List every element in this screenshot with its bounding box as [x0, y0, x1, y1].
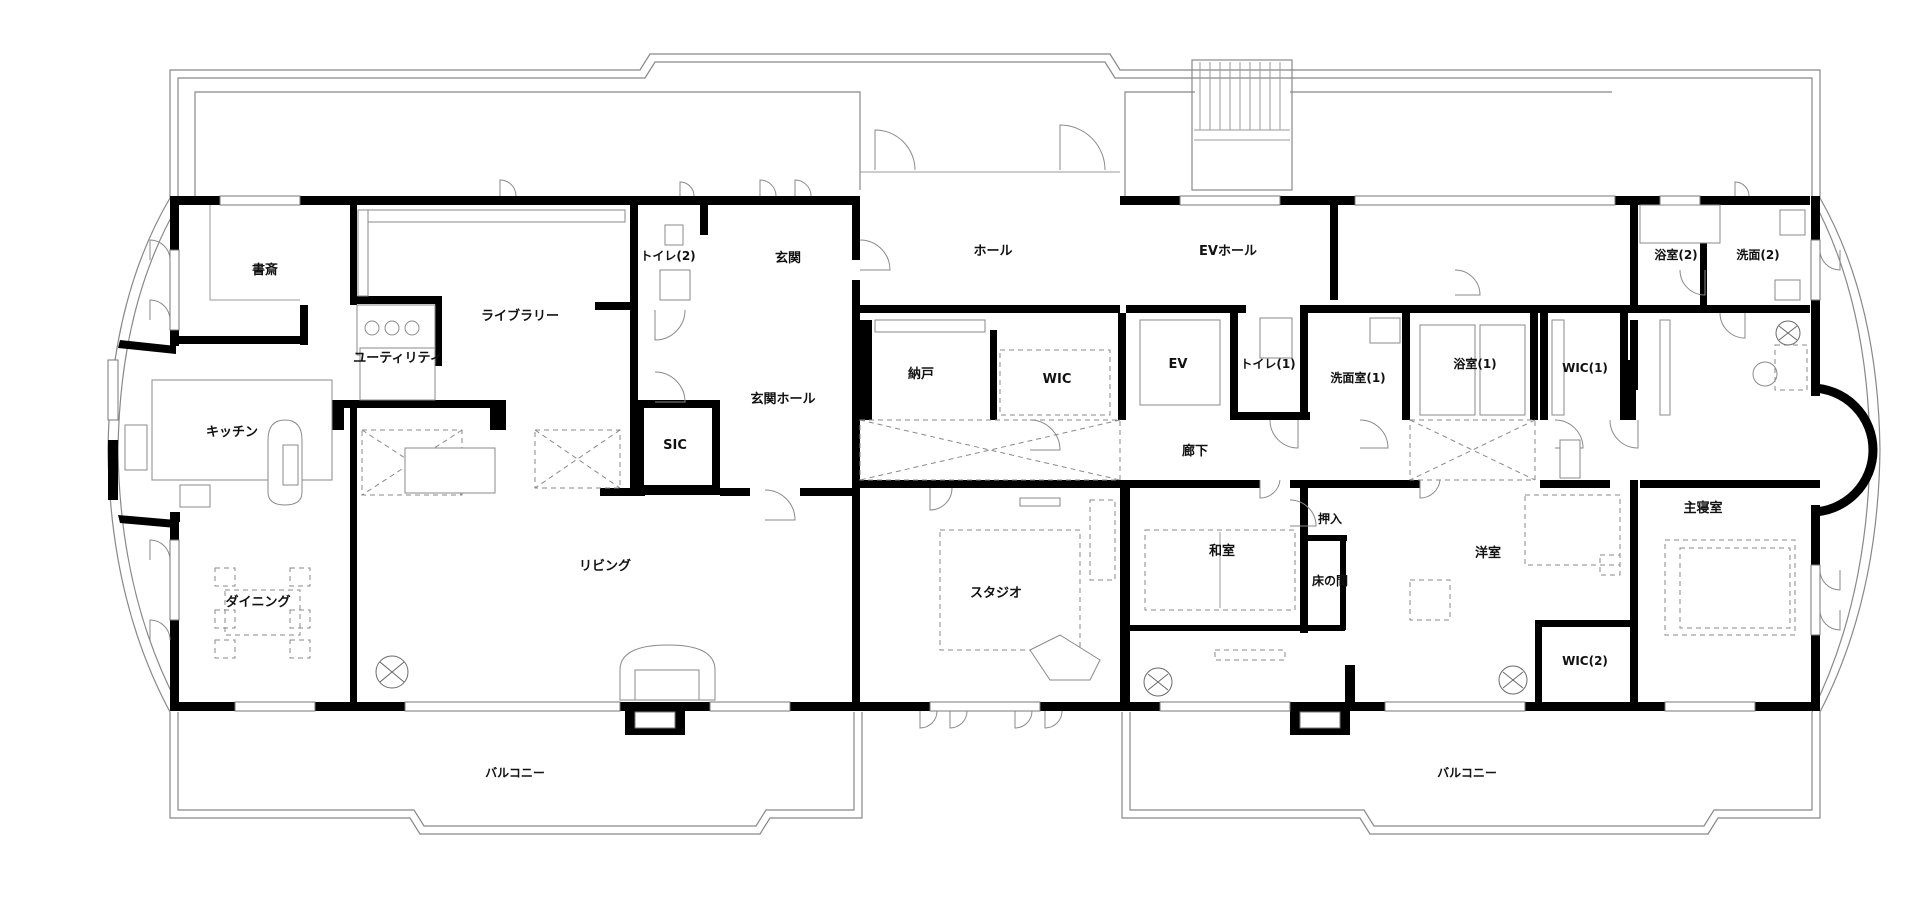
room-label-corridor: 廊下: [1182, 443, 1208, 459]
exterior-stairs: [1191, 59, 1293, 191]
room-label-studio: スタジオ: [970, 586, 1022, 601]
plant-icon: [1498, 665, 1528, 695]
room-label-closet: 押入: [1318, 511, 1342, 526]
room-label-study: 書斎: [252, 262, 278, 278]
doors: [149, 124, 1841, 729]
plant-icon: [1775, 320, 1801, 346]
room-label-master-bedroom: 主寝室: [1683, 500, 1722, 516]
room-label-bath1: 浴室(1): [1453, 356, 1496, 371]
exterior-walls: [108, 196, 1878, 711]
room-label-entrance: 玄関: [775, 250, 801, 266]
room-label-ev: EV: [1169, 357, 1188, 372]
room-label-sic: SIC: [663, 438, 687, 453]
room-label-hall: ホール: [973, 244, 1012, 259]
room-label-toilet2: トイレ(2): [640, 249, 695, 263]
balcony-outline: [169, 712, 1821, 835]
room-label-balcony-left: バルコニー: [485, 766, 545, 780]
room-label-storage: 納戸: [908, 366, 934, 382]
room-label-balcony-right: バルコニー: [1437, 766, 1497, 780]
room-label-tokonoma: 床の間: [1312, 573, 1348, 588]
room-label-kitchen: キッチン: [206, 425, 258, 440]
room-label-wic1: WIC(1): [1562, 361, 1608, 375]
room-label-bath2: 浴室(2): [1654, 247, 1697, 262]
room-label-wash2: 洗面(2): [1736, 247, 1779, 262]
room-label-ev-hall: EVホール: [1199, 244, 1257, 259]
room-label-utility: ユーティリティ: [353, 351, 442, 366]
room-label-washroom1: 洗面室(1): [1330, 370, 1385, 385]
room-label-wic2: WIC(2): [1562, 654, 1608, 668]
room-labels: 書斎 ユーティリティ ライブラリー キッチン ダイニング リビング トイレ(2)…: [206, 244, 1780, 780]
room-label-dining: ダイニング: [225, 594, 290, 610]
fixtures: [124, 204, 1808, 701]
room-label-entrance-hall: 玄関ホール: [750, 391, 815, 407]
plant-icon: [1143, 667, 1173, 697]
room-label-toilet1: トイレ(1): [1240, 357, 1295, 371]
room-label-library: ライブラリー: [481, 308, 559, 324]
plants: [375, 320, 1801, 697]
room-label-western-room: 洋室: [1475, 545, 1501, 561]
room-label-living: リビング: [579, 558, 631, 574]
plant-icon: [375, 655, 409, 689]
room-label-japanese-room: 和室: [1209, 543, 1235, 559]
room-label-wic: WIC: [1043, 372, 1072, 387]
interior-walls: [170, 205, 1820, 735]
windows: [107, 195, 1821, 712]
bay-curves: [107, 197, 1881, 713]
terrace-outline: [169, 53, 1821, 200]
